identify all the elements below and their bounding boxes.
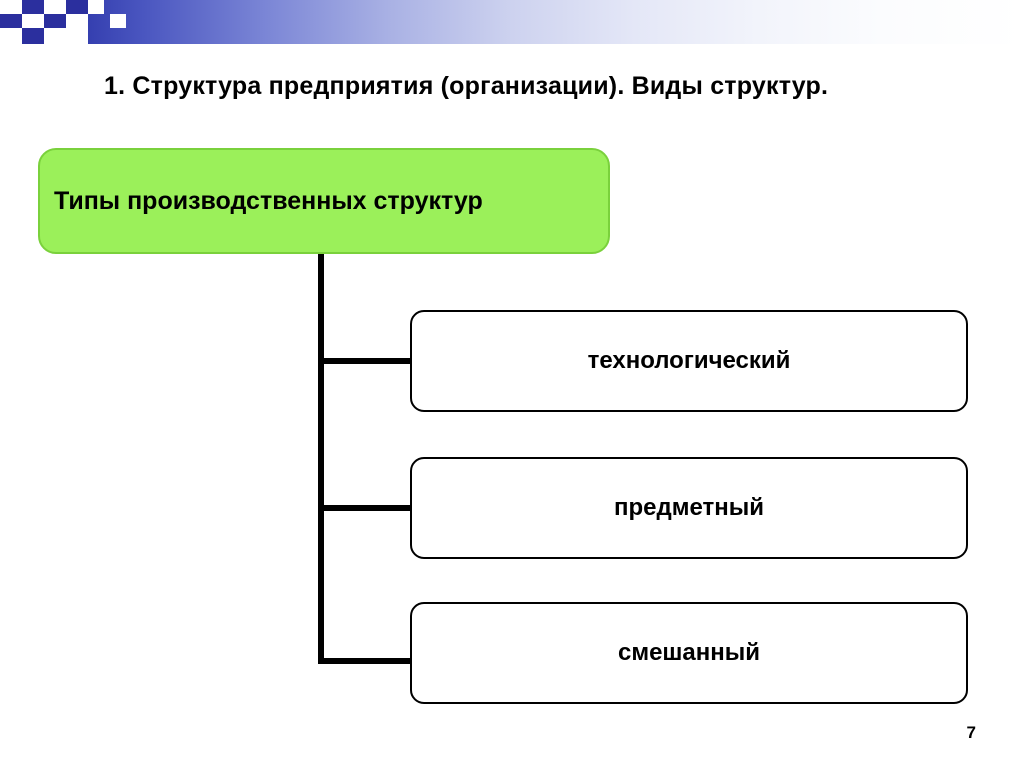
diagram-node-mixed[interactable]: смешанный xyxy=(410,602,968,704)
banner-square-blue xyxy=(44,14,66,28)
slide-banner xyxy=(0,0,1024,58)
banner-square-white xyxy=(88,0,104,14)
banner-gradient xyxy=(0,0,1024,44)
diagram-node-root[interactable]: Типы производственных структур xyxy=(38,148,610,254)
banner-square-blue xyxy=(22,28,44,44)
banner-square-white xyxy=(110,14,126,28)
banner-square-white xyxy=(66,14,88,28)
banner-square-white xyxy=(0,28,22,44)
banner-square-white xyxy=(44,28,88,44)
banner-square-blue xyxy=(0,14,22,28)
diagram-node-subject[interactable]: предметный xyxy=(410,457,968,559)
diagram-node-label: предметный xyxy=(613,494,765,521)
connector-trunk xyxy=(318,254,324,664)
banner-square-white xyxy=(22,14,44,28)
connector-branch-2 xyxy=(318,505,412,511)
banner-square-white xyxy=(44,0,66,14)
banner-underline xyxy=(0,44,1024,47)
diagram-node-technological[interactable]: технологический xyxy=(410,310,968,412)
page-title: 1. Структура предприятия (организации). … xyxy=(104,72,829,100)
banner-square-blue xyxy=(66,0,88,14)
banner-square-white xyxy=(0,0,22,14)
diagram-node-root-label: Типы производственных структур xyxy=(54,186,483,215)
banner-square-blue xyxy=(22,0,44,14)
connector-branch-3 xyxy=(318,658,412,664)
connector-branch-1 xyxy=(318,358,412,364)
diagram-node-label: технологический xyxy=(587,347,791,374)
page-number: 7 xyxy=(966,723,976,742)
diagram-node-label: смешанный xyxy=(617,639,761,666)
